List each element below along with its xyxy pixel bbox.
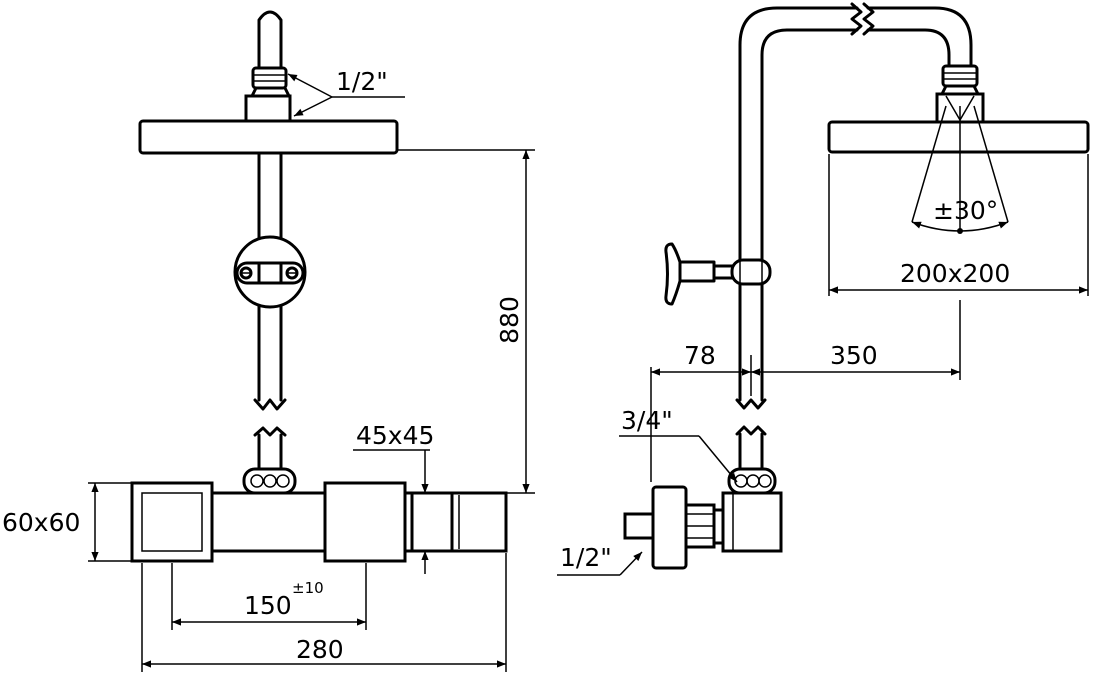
pipe-break-upper	[253, 398, 287, 411]
wall-inlet-pipe	[623, 512, 655, 540]
front-view	[130, 10, 508, 563]
pipe-break-lower	[253, 426, 287, 437]
label-three-quarter: 3/4"	[621, 406, 673, 435]
handle-left	[130, 481, 214, 563]
riser-break-lower	[735, 425, 767, 436]
label-45x45: 45x45	[356, 421, 434, 450]
label-150: 150	[244, 591, 292, 620]
leader-half-inch-inlet	[619, 551, 643, 576]
handle-right	[323, 481, 407, 563]
label-200x200: 200x200	[900, 259, 1010, 288]
front-dimensions: 1/2" 880 45x45 60x60 150 ±10 280	[2, 67, 535, 672]
hand-shower-holder	[664, 242, 716, 306]
side-dimensions: 78 350 3/4" 1/2" ±30° 200x200	[557, 154, 1089, 576]
label-880: 880	[495, 296, 524, 344]
top-nut	[251, 66, 288, 90]
shower-arm-block	[244, 94, 292, 123]
shower-head-front	[138, 119, 399, 155]
label-60x60: 60x60	[2, 508, 80, 537]
riser-arch-outer	[738, 6, 859, 402]
label-280: 280	[296, 635, 344, 664]
shower-head-side	[827, 120, 1090, 154]
label-150-tolerance: ±10	[292, 579, 324, 597]
mixer-end-cap	[450, 491, 508, 553]
head-nut	[941, 64, 979, 88]
riser-break-upper	[735, 398, 767, 410]
label-350: 350	[830, 341, 878, 370]
side-view	[623, 2, 1090, 570]
leader-three-quarter	[698, 435, 738, 483]
mixer-side-section	[721, 491, 783, 553]
top-nozzle	[257, 10, 283, 70]
arch-break-mark	[850, 2, 863, 36]
label-half-inch: 1/2"	[336, 67, 388, 96]
wall-plate	[651, 485, 688, 570]
label-78: 78	[684, 341, 716, 370]
label-tilt-angle: ±30°	[933, 196, 998, 225]
label-half-inch-inlet: 1/2"	[560, 543, 612, 572]
holder-slider	[730, 258, 772, 286]
